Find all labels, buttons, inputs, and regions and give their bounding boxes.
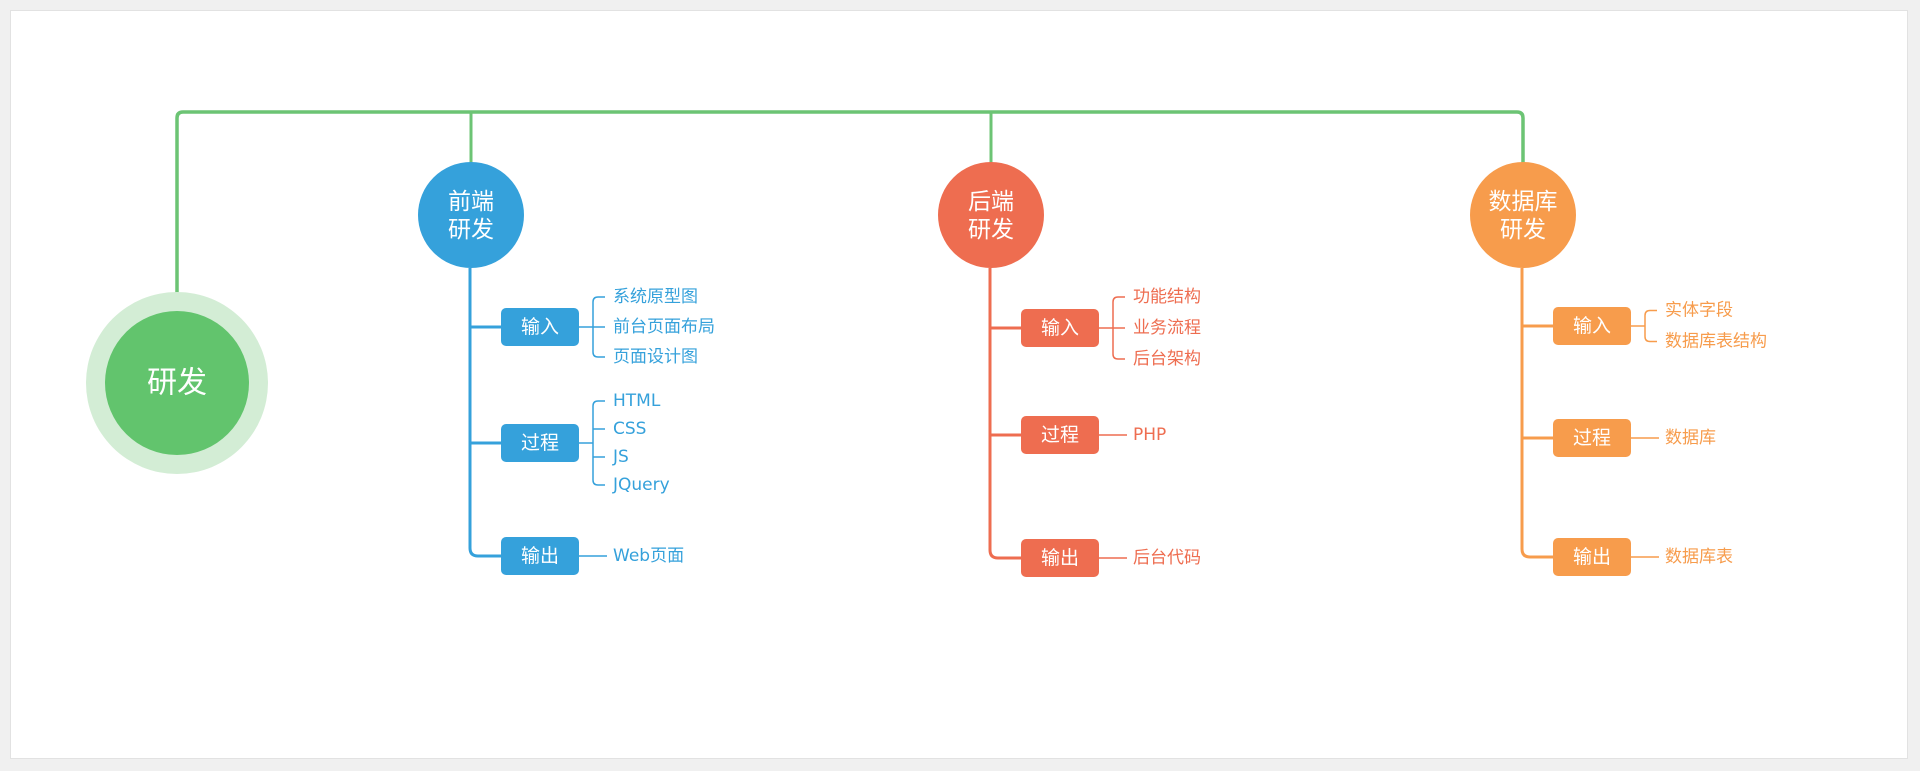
phase-box [501,424,579,462]
leaf-item: 前台页面布局 [613,317,715,337]
branch-node-label: 研发 [448,217,494,243]
branch-node-circle [1470,162,1576,268]
leaf-item: 数据库表 [1665,547,1733,567]
branch-node-label: 研发 [968,217,1014,243]
phase-frontend-process: 过程 HTML CSS JS JQuery [470,391,670,495]
phase-label: 输出 [1573,546,1611,568]
branch-node-label: 前端 [448,189,494,215]
phase-database-process: 过程 数据库 [1522,419,1716,457]
leaf-item: Web页面 [613,546,684,566]
leaf-item: 功能结构 [1133,287,1201,307]
leaf-item: CSS [613,419,646,439]
branch-node-circle [938,162,1044,268]
branch-node-circle [418,162,524,268]
phase-box [501,537,579,575]
leaf-item: 数据库 [1665,428,1716,448]
root-node-label: 研发 [147,366,207,401]
leaf-item: PHP [1133,425,1166,445]
phase-label: 输入 [1573,315,1611,337]
phase-label: 输出 [1041,547,1079,569]
phase-box [1553,307,1631,345]
phase-label: 过程 [1573,427,1611,449]
leaf-item: JQuery [612,475,670,495]
phase-box [1021,416,1099,454]
root-node: 研发 [86,292,268,474]
branch-node-label: 数据库 [1489,189,1558,215]
root-connector-lines [175,110,1525,311]
leaf-bracket [592,400,605,486]
phase-backend-output: 输出 后台代码 [998,539,1201,577]
leaf-item: 页面设计图 [613,347,698,367]
phase-label: 过程 [521,432,559,454]
branch-node-label: 后端 [968,189,1014,215]
leaf-item: 后台架构 [1133,349,1201,369]
phase-label: 输出 [521,545,559,567]
phase-box [1553,419,1631,457]
phase-frontend-output: 输出 Web页面 [478,537,684,575]
phase-database-output: 输出 数据库表 [1530,538,1733,576]
leaf-item: HTML [613,391,661,411]
top-connector-line [175,110,1525,311]
phase-box [501,308,579,346]
leaf-item: 实体字段 [1665,301,1733,321]
branch-spine-line [1520,268,1531,559]
phase-label: 过程 [1041,424,1079,446]
branch-node-label: 研发 [1500,217,1546,243]
leaf-item: JS [612,447,629,467]
phase-box [1553,538,1631,576]
phase-backend-process: 过程 PHP [990,416,1166,454]
leaf-item: 业务流程 [1133,318,1201,338]
branch-spine-line [468,268,479,558]
phase-box [1021,309,1099,347]
leaf-item: 系统原型图 [613,287,698,307]
diagram-canvas [10,10,1908,759]
leaf-bracket [1644,309,1657,343]
leaf-item: 后台代码 [1133,548,1201,568]
phase-label: 输入 [521,316,559,338]
branch-spine-line [988,268,999,560]
phase-box [1021,539,1099,577]
phase-label: 输入 [1041,317,1079,339]
root-node-circle [105,311,249,455]
leaf-item: 数据库表结构 [1665,332,1767,352]
